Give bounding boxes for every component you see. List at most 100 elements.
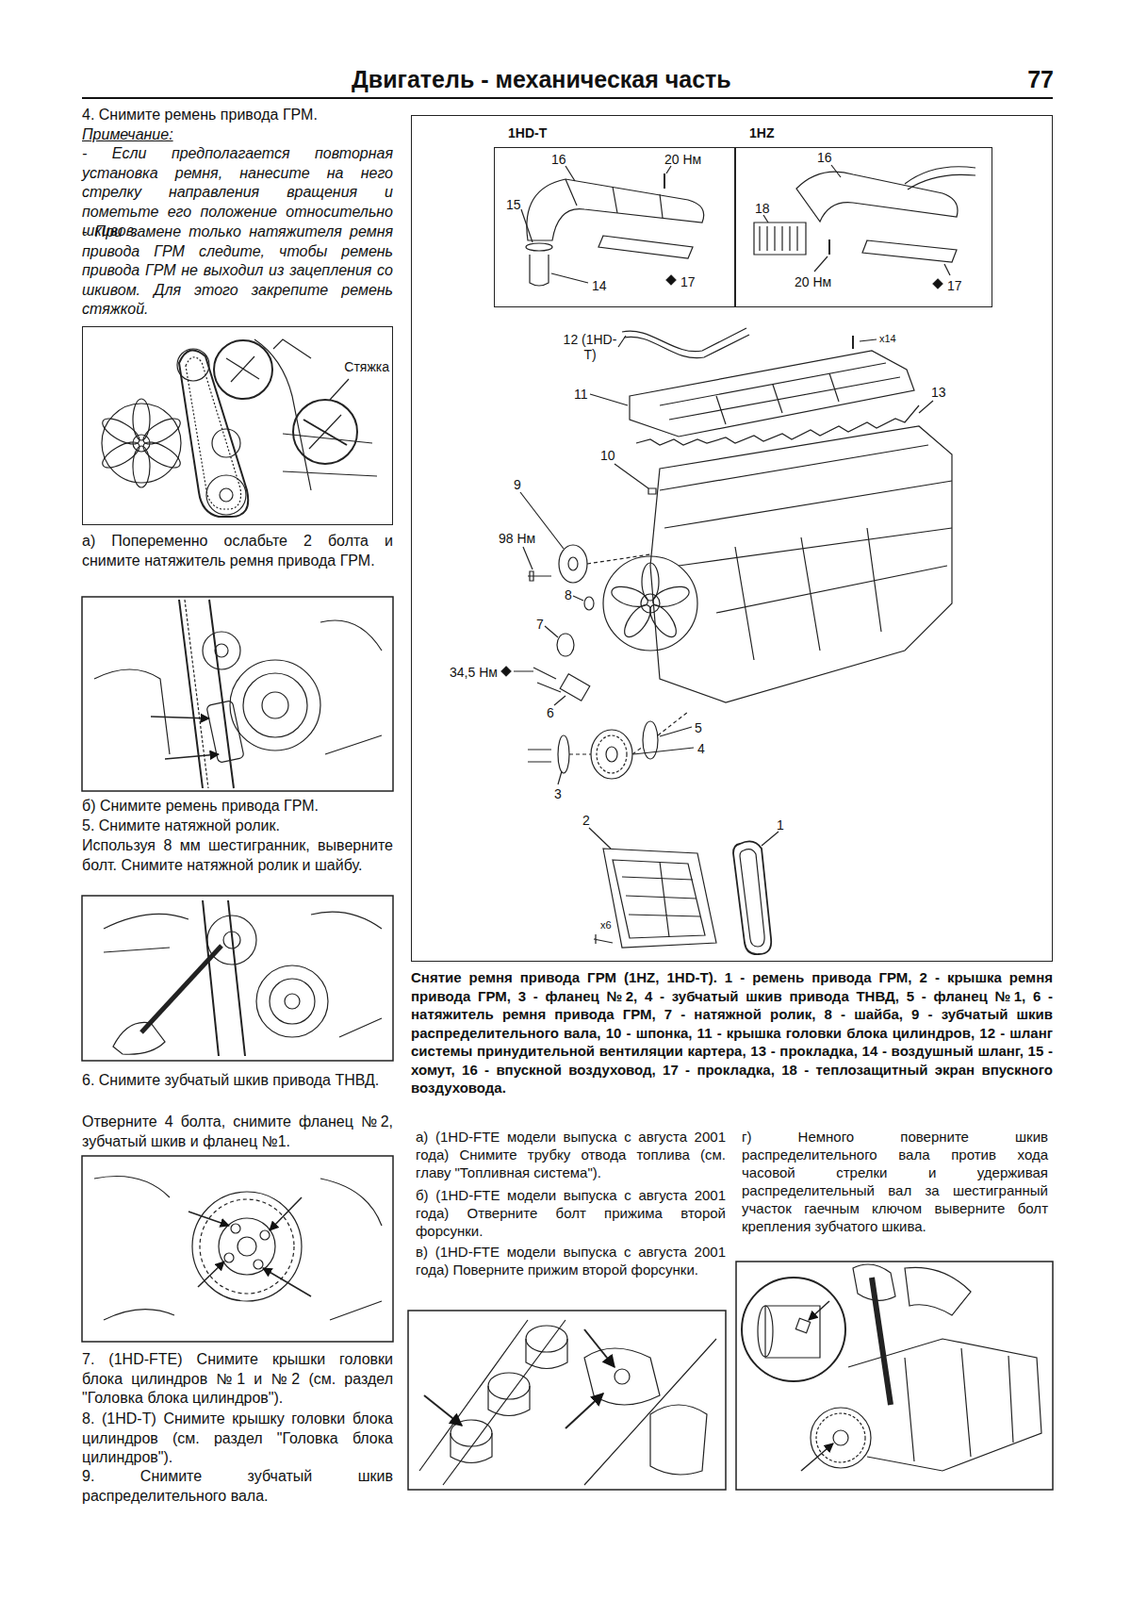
intake-manifold-1hdt (663, 173, 666, 189)
intake-manifold-1hz (763, 214, 769, 223)
tensioner-figure (229, 659, 321, 751)
camshaft-pulley-figure (904, 1266, 971, 1315)
step-text: 8. (1HD-T) Снимите крышку головки блока … (81, 1409, 394, 1468)
engine-exploded-view (554, 695, 566, 705)
engine-exploded-view (614, 463, 649, 489)
engine-exploded-view (622, 861, 701, 937)
engine-exploded-view (603, 556, 698, 651)
engine-exploded-view (590, 393, 628, 406)
torque-value: 20 Нм (794, 274, 832, 290)
engine-exploded-view (659, 362, 901, 425)
step-text: 5. Снимите натяжной ролик. (81, 816, 394, 836)
part-label: Стяжка (344, 359, 390, 375)
callout-number: 2 (582, 812, 591, 828)
step-text: а) Попеременно ослабьте 2 болта и снимит… (81, 531, 394, 571)
camshaft-pulley-figure (801, 1442, 834, 1471)
engine-exploded-view (629, 350, 915, 437)
intake-manifold-1hz (754, 164, 976, 289)
pump-pulley-figure (269, 1196, 302, 1230)
torque-value: 20 Нм (664, 151, 702, 167)
pump-pulley-figure (81, 1155, 394, 1342)
pump-pulley-figure (260, 1229, 270, 1240)
pump-pulley-figure (253, 1259, 263, 1269)
intake-manifold-1hz (814, 256, 828, 272)
pump-pulley-figure (94, 1176, 382, 1321)
engine-exploded-view (568, 557, 578, 571)
callout-number: 11 (573, 386, 589, 402)
camshaft-pulley-figure (736, 1261, 1053, 1490)
camshaft-pulley-figure (736, 1261, 1053, 1490)
idler-figure (113, 1021, 165, 1054)
step-text: 9. Снимите зубчатый шкив распределительн… (81, 1466, 394, 1506)
intake-manifold-1hz (907, 174, 976, 190)
engine-exploded-view (606, 746, 618, 762)
engine-exploded-view (501, 666, 511, 676)
header-rule (81, 98, 1053, 99)
pump-pulley-figure (199, 1198, 295, 1294)
camshaft-pulley-figure (741, 1277, 846, 1381)
idler-figure (202, 900, 246, 1056)
engine-exploded-view (859, 339, 877, 342)
callout-number: 16 (551, 151, 567, 167)
belt-tie-figure (230, 356, 255, 382)
camshaft-pulley-figure (848, 1338, 1042, 1471)
injector-clamp-figure (408, 1310, 726, 1490)
callout-number: 14 (591, 278, 607, 294)
belt-tie-figure (309, 414, 342, 449)
pump-pulley-figure (237, 1236, 257, 1256)
engine-exploded-view (650, 426, 952, 703)
callout-number: 7 (536, 616, 544, 632)
belt-tie-figure (132, 398, 150, 441)
pump-pulley-figure (188, 1211, 230, 1226)
engine-exploded-view (657, 711, 689, 736)
callout-number: 5 (694, 720, 703, 736)
intake-manifold-1hdt (526, 179, 705, 241)
intake-manifold-1hz (759, 226, 798, 251)
tensioner-figure (243, 672, 308, 738)
engine-exploded-view (636, 405, 919, 445)
pump-pulley-figure (224, 1252, 234, 1263)
idler-figure (269, 978, 315, 1024)
injector-clamp-figure (488, 1372, 530, 1399)
injector-clamp-figure (650, 1404, 707, 1475)
belt-tie-figure (219, 488, 233, 502)
belt-tie-figure (212, 428, 241, 458)
callout-number: 1 (776, 817, 785, 833)
step-text: в) (1HD-FTE модели выпуска с августа 200… (415, 1242, 726, 1279)
engine-exploded-view (527, 749, 552, 762)
engine-exploded-view (569, 753, 591, 754)
intake-manifold-1hdt (666, 165, 672, 174)
injector-clamp-figure (614, 1368, 630, 1384)
tensioner-figure (81, 596, 394, 791)
callout-number: 13 (931, 384, 947, 400)
belt-tie-figure (139, 437, 184, 474)
camshaft-pulley-figure (810, 1407, 871, 1468)
camshaft-pulley-figure (871, 1277, 891, 1405)
idler-figure (81, 895, 394, 1061)
belt-tie-figure (329, 378, 349, 400)
engine-exploded-view (633, 747, 694, 754)
engine-exploded-view (733, 840, 771, 954)
engine-exploded-view (644, 600, 681, 641)
camshaft-pulley-figure (808, 1300, 830, 1320)
callout-number: 4 (697, 740, 705, 756)
intake-manifold-1hdt (565, 179, 663, 218)
idler-figure (223, 931, 241, 949)
engine-exploded-view (659, 726, 692, 737)
engine-exploded-view (735, 527, 882, 660)
step-text: г) Немного поверните шкив распределитель… (741, 1127, 1049, 1235)
figure-caption: Снятие ремня привода ГРМ (1HZ, 1HD-T). 1… (410, 967, 1053, 1098)
tensioner-figure (262, 691, 289, 719)
idler-figure (81, 895, 394, 1061)
step-text: Отверните 4 болта, снимите фланец №2, зу… (81, 1112, 394, 1151)
step-text: 6. Снимите зубчатый шкив привода ТНВД. (81, 1070, 394, 1091)
engine-exploded-view (590, 729, 633, 779)
engine-variant-inset: 1HZ161820 Нм17 (735, 147, 993, 308)
quantity-label: x6 (600, 918, 612, 932)
belt-tie-figure (98, 339, 377, 517)
belt-tie-figure (206, 475, 246, 515)
tensioner-figure (184, 599, 209, 788)
belt-tie-figure (177, 348, 210, 381)
injector-clamp-figure (419, 1319, 717, 1485)
